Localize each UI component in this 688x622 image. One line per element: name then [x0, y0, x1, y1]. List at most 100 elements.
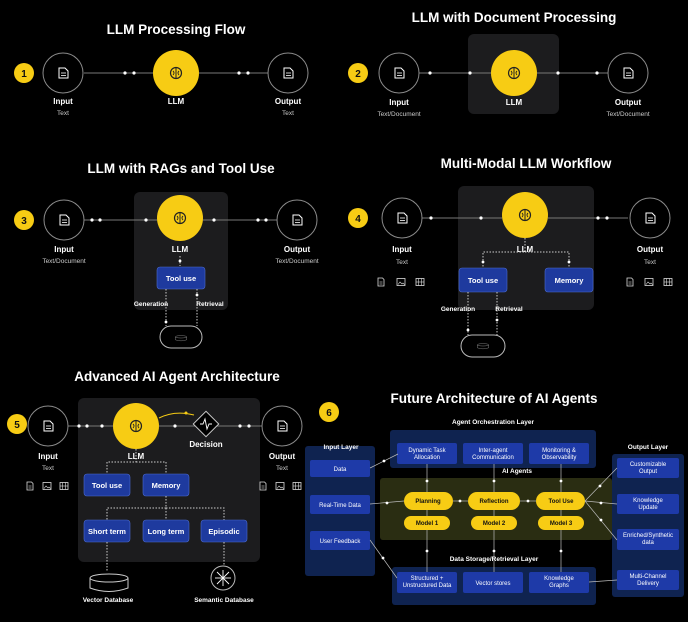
document-icon: [626, 277, 634, 287]
orch-box-2: [463, 443, 523, 464]
output-layer: [612, 454, 684, 597]
sparkle-icon: [215, 570, 231, 586]
tool-use-box: [83, 473, 131, 497]
ai-agents-title: AI Agents: [502, 468, 532, 475]
reflection-label: Reflection: [479, 499, 508, 505]
storage-box-2-label: Vector stores: [475, 581, 510, 587]
document-icon: [377, 277, 385, 287]
input-sub: Text: [42, 465, 54, 472]
model-3-label: Model 3: [550, 521, 573, 527]
memory-label: Memory: [152, 481, 182, 490]
output-layer-title: Output Layer: [628, 444, 669, 451]
tool-use-label: Tool Use: [549, 499, 575, 505]
output-box-3: [617, 529, 679, 550]
reflection-pill: [468, 492, 520, 510]
model-1-pill: [404, 516, 450, 530]
diagram-6: 6 Future Architecture of AI Agents Agent…: [305, 391, 684, 605]
image-icon: [275, 482, 285, 490]
input-realtime-box: [310, 495, 370, 514]
output-sub: Text/Document: [275, 258, 319, 265]
table-icon: [292, 482, 302, 490]
output-box-4: [617, 570, 679, 590]
image-icon: [396, 278, 406, 286]
llm-label: LLM: [517, 245, 534, 254]
step-badge-6-number: 6: [326, 408, 332, 419]
diagram-4: Multi-Modal LLM Workflow 4 Input Text LL…: [348, 156, 673, 358]
table-icon: [59, 482, 69, 490]
input-sub: Text: [396, 259, 408, 266]
llm-label: LLM: [172, 245, 189, 254]
model-2-label: Model 2: [483, 521, 506, 527]
episodic-label: Episodic: [208, 527, 239, 536]
step-badge-6: [319, 402, 339, 422]
tool-use-label: Tool use: [468, 276, 498, 285]
diagram-1: LLM Processing Flow 1 Input Text LLM Out…: [14, 22, 309, 117]
retrieval-label: Retrieval: [196, 301, 224, 308]
input-sub: Text/Document: [42, 258, 86, 265]
document-icon: [259, 481, 267, 491]
storage-box-1-label: Structured +Unstructured Data: [403, 576, 452, 589]
output-sub: Text: [276, 465, 288, 472]
output-box-1: [617, 458, 679, 478]
model-3-pill: [538, 516, 584, 530]
step-badge-5-number: 5: [14, 420, 20, 431]
vector-db-label: Vector Database: [83, 597, 134, 604]
diagram-5-title: Advanced AI Agent Architecture: [74, 369, 280, 384]
input-label: Input: [53, 97, 73, 106]
decision-label: Decision: [189, 440, 222, 449]
long-term-label: Long term: [148, 527, 185, 536]
table-icon: [663, 278, 673, 286]
input-feedback-label: User Feedback: [320, 539, 362, 545]
output-sub: Text: [282, 110, 294, 117]
output-label: Output: [275, 97, 302, 106]
diagram-6-title: Future Architecture of AI Agents: [390, 391, 597, 406]
input-label: Input: [392, 245, 412, 254]
database-pill: [159, 325, 203, 349]
image-icon: [644, 278, 654, 286]
orchestration-title: Agent Orchestration Layer: [452, 419, 534, 426]
output-sub: Text: [644, 259, 656, 266]
pulse-icon: [200, 417, 212, 431]
input-data-box: [310, 460, 370, 477]
image-icon: [42, 482, 52, 490]
model-2-pill: [471, 516, 517, 530]
planning-pill: [404, 492, 453, 510]
diagram-5: Advanced AI Agent Architecture 5 Input T…: [7, 369, 303, 604]
step-badge-5: [7, 414, 27, 434]
retrieval-label: Retrieval: [495, 306, 523, 313]
llm-label: LLM: [506, 98, 523, 107]
orch-box-3-label: Monitoring &Observability: [542, 448, 577, 461]
generation-label: Generation: [134, 301, 168, 308]
tool-use-label: Tool use: [166, 274, 196, 283]
orch-box-1: [397, 443, 457, 464]
output-box-2: [617, 494, 679, 514]
diagram-2-title: LLM with Document Processing: [412, 10, 617, 25]
diagram-2: LLM with Document Processing 2 Input Tex…: [348, 10, 650, 118]
output-label: Output: [615, 98, 642, 107]
generation-label: Generation: [441, 306, 475, 313]
input-label: Input: [389, 98, 409, 107]
document-icon: [26, 481, 34, 491]
diagram-3: LLM with RAGs and Tool Use 3 Input Text/…: [14, 161, 319, 349]
input-feedback-box: [310, 531, 370, 550]
vector-database-icon: [89, 573, 129, 592]
memory-label: Memory: [555, 276, 585, 285]
diagram-4-title: Multi-Modal LLM Workflow: [441, 156, 612, 171]
input-sub: Text/Document: [377, 111, 421, 118]
tool-use-label: Tool use: [92, 481, 122, 490]
output-label: Output: [284, 245, 311, 254]
planning-label: Planning: [415, 499, 441, 505]
output-label: Output: [269, 452, 296, 461]
step-badge-2: [348, 63, 368, 83]
step-badge-4-number: 4: [355, 214, 361, 225]
long-term-box: [142, 519, 190, 543]
storage-box-1: [397, 572, 457, 593]
diagram-1-title: LLM Processing Flow: [107, 22, 246, 37]
output-sub: Text/Document: [606, 111, 650, 118]
step-badge-3: [14, 210, 34, 230]
input-label: Input: [38, 452, 58, 461]
